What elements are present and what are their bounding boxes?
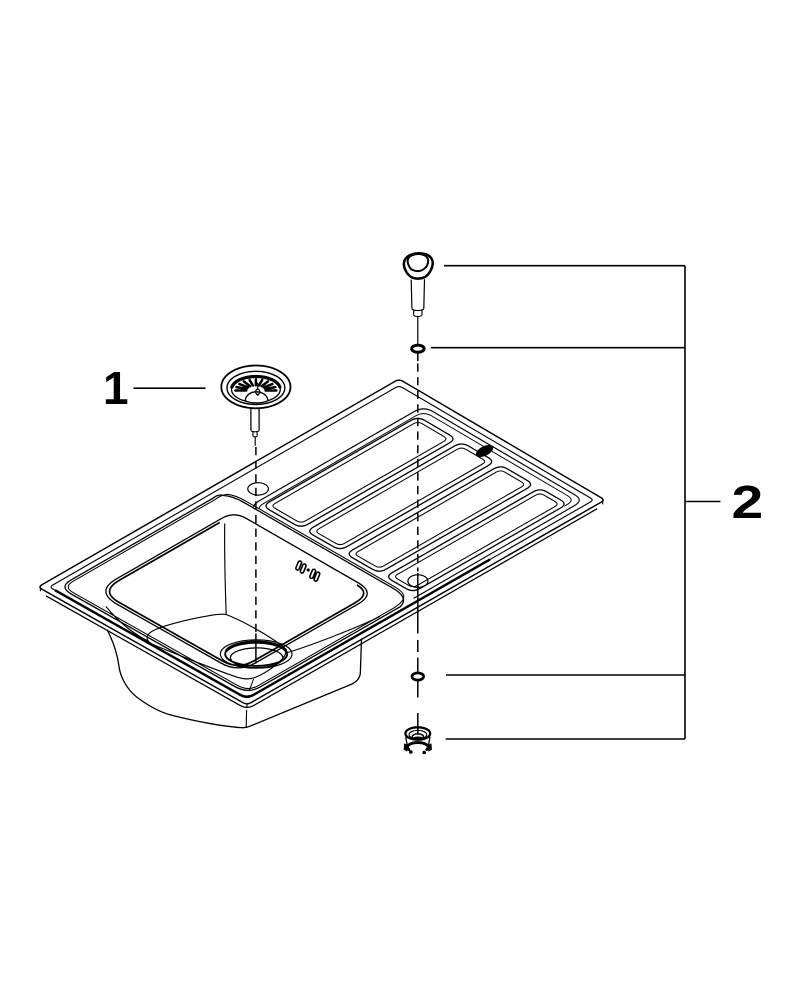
- svg-text:2: 2: [732, 476, 764, 527]
- svg-text:1: 1: [103, 362, 129, 414]
